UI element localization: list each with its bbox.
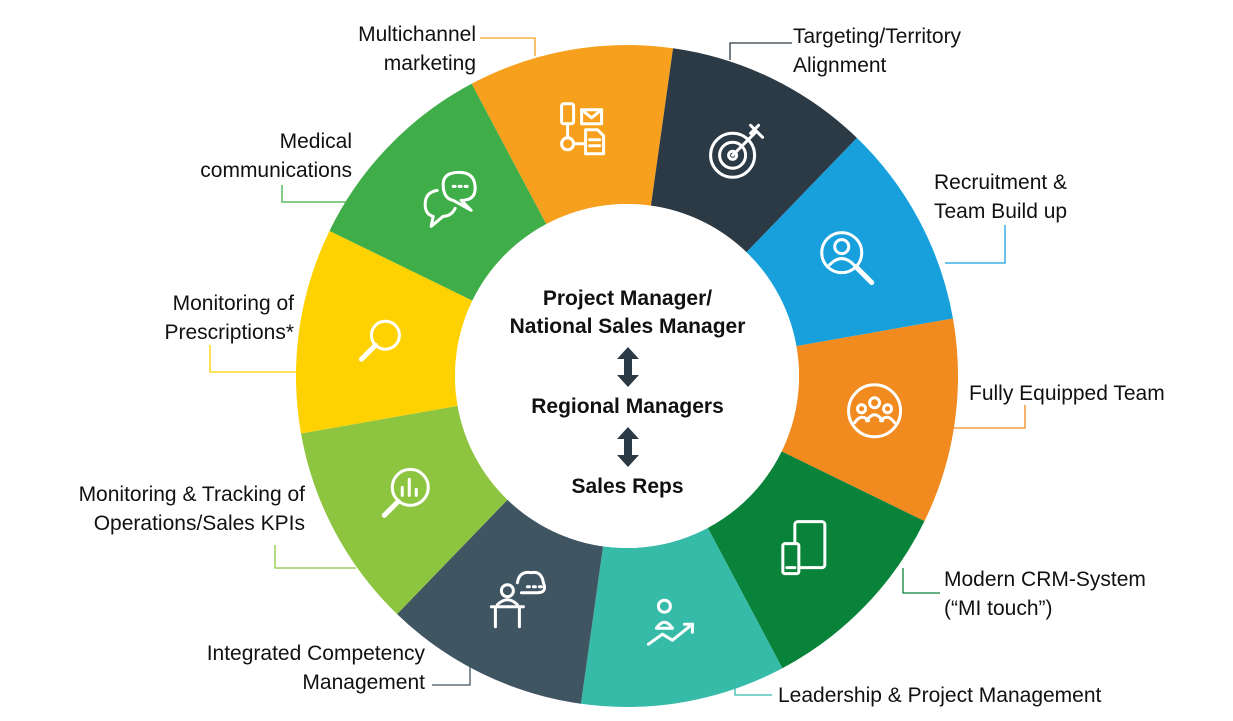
magnifier-icon (358, 319, 401, 362)
devices-icon (781, 520, 827, 576)
leader-line (729, 42, 792, 60)
segment-devices (707, 451, 925, 669)
segment-multichannel (471, 44, 674, 225)
segment-magnifier (296, 230, 473, 434)
label-fully-equipped-team: Fully Equipped Team (969, 382, 1165, 405)
center-regional-managers: Regional Managers (531, 395, 724, 418)
leader-line (902, 568, 940, 594)
segment-person-search (746, 137, 953, 347)
leader-line (432, 662, 471, 686)
leader-line (274, 545, 356, 569)
chart-search-icon (381, 467, 430, 518)
double-arrow-icon (616, 427, 639, 467)
team-icon (847, 383, 903, 439)
label-leadership: Leadership & Project Management (778, 684, 1102, 707)
label-crm-system: Modern CRM-System(“MI touch”) (944, 568, 1146, 620)
presenter-icon (489, 570, 547, 629)
center-sales-reps: Sales Reps (571, 475, 684, 498)
segment-leader-growth (580, 527, 783, 708)
segment-chart-search (301, 405, 508, 615)
segment-team (781, 318, 958, 522)
center-title-line2: National Sales Manager (509, 315, 746, 338)
leader-line (281, 185, 349, 203)
leader-line (209, 345, 299, 373)
label-recruitment: Recruitment &Team Build up (934, 171, 1068, 223)
leader-growth-icon (646, 598, 694, 646)
hierarchy-center: Project Manager/ National Sales Manager … (455, 285, 800, 501)
leader-line (945, 225, 1006, 264)
center-title-line1: Project Manager/ (542, 287, 713, 310)
multichannel-icon (560, 102, 606, 156)
target-icon (709, 123, 765, 179)
leader-line (480, 37, 536, 56)
double-arrow-icon (616, 347, 639, 387)
person-search-icon (820, 231, 875, 286)
chat-icon (423, 170, 477, 228)
segment-chat (329, 83, 547, 301)
leader-line (952, 405, 1026, 429)
